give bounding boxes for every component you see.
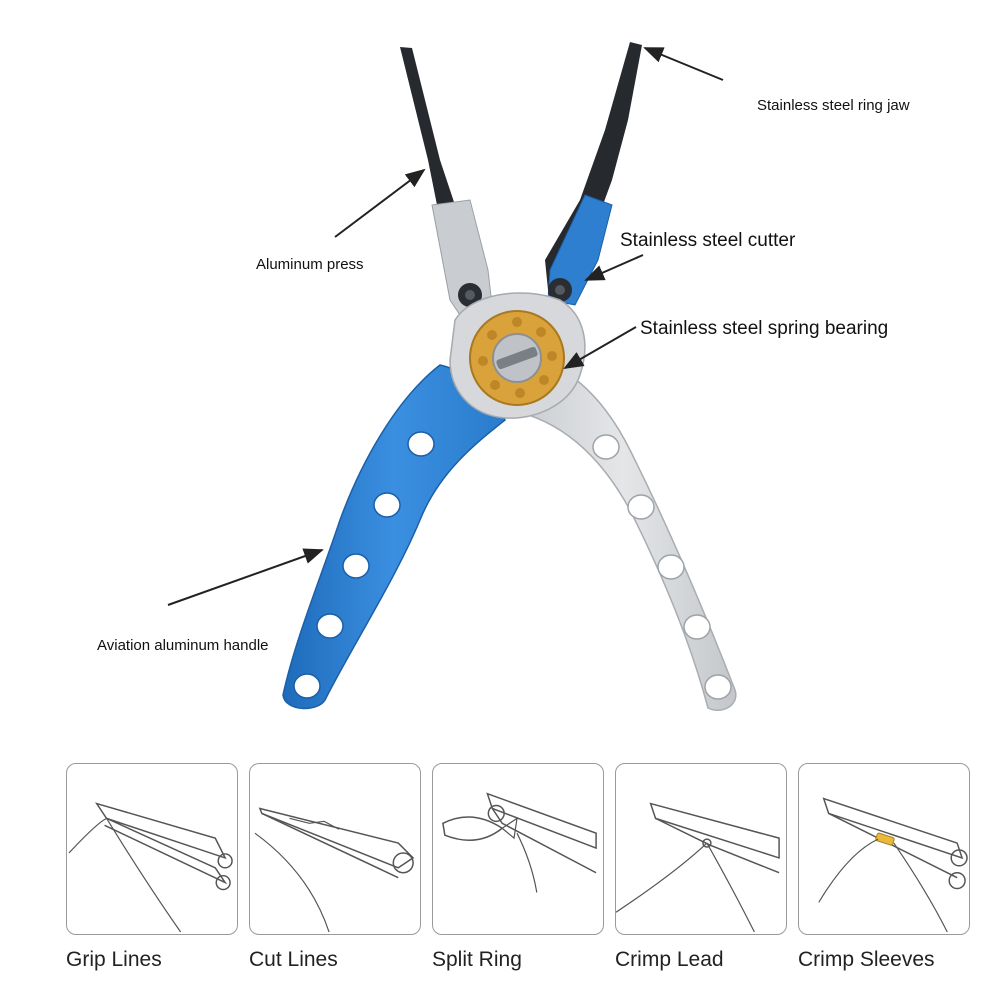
caption-crimp-lead: Crimp Lead (615, 948, 724, 971)
bearing-label: Stainless steel spring bearing (640, 318, 889, 339)
panel-crimp-sleeves (798, 763, 970, 935)
panel-grip-lines (66, 763, 238, 935)
panel-cut-lines (249, 763, 421, 935)
ring-jaw-arrow (643, 47, 724, 81)
cutter-arrow (584, 254, 644, 281)
crimp-sleeves-illustration (818, 797, 968, 933)
blue-handle (282, 364, 506, 710)
caption-cut-lines: Cut Lines (249, 948, 338, 971)
caption-crimp-sleeves: Crimp Sleeves (798, 948, 935, 971)
caption-split-ring: Split Ring (432, 948, 522, 971)
spring-bearing (469, 310, 565, 406)
press-arrow (334, 168, 426, 238)
caption-grip-lines: Grip Lines (66, 948, 162, 971)
grip-lines-illustration (68, 802, 233, 933)
crimp-lead-illustration (616, 802, 780, 933)
ring-jaw-label: Stainless steel ring jaw (757, 97, 910, 114)
handle-arrow (167, 548, 324, 606)
panel-split-ring (432, 763, 604, 935)
bearing-arrow (563, 326, 637, 370)
cutter-label: Stainless steel cutter (620, 230, 796, 251)
split-ring-illustration (442, 792, 597, 893)
panel-crimp-lead (615, 763, 787, 935)
cut-lines-illustration (254, 807, 415, 933)
press-label: Aluminum press (256, 256, 364, 273)
handle-label: Aviation aluminum handle (97, 637, 269, 654)
